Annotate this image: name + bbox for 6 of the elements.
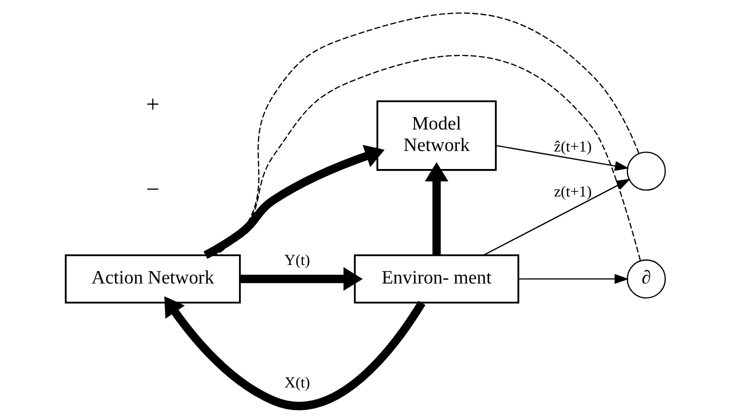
edge-label: X(t) xyxy=(284,374,310,392)
edge-label: ẑ(t+1) xyxy=(553,138,592,156)
label: + xyxy=(146,92,160,118)
label: − xyxy=(146,177,160,204)
edge-label: Y(t) xyxy=(284,252,310,270)
edge-label: z(t+1) xyxy=(553,183,592,200)
